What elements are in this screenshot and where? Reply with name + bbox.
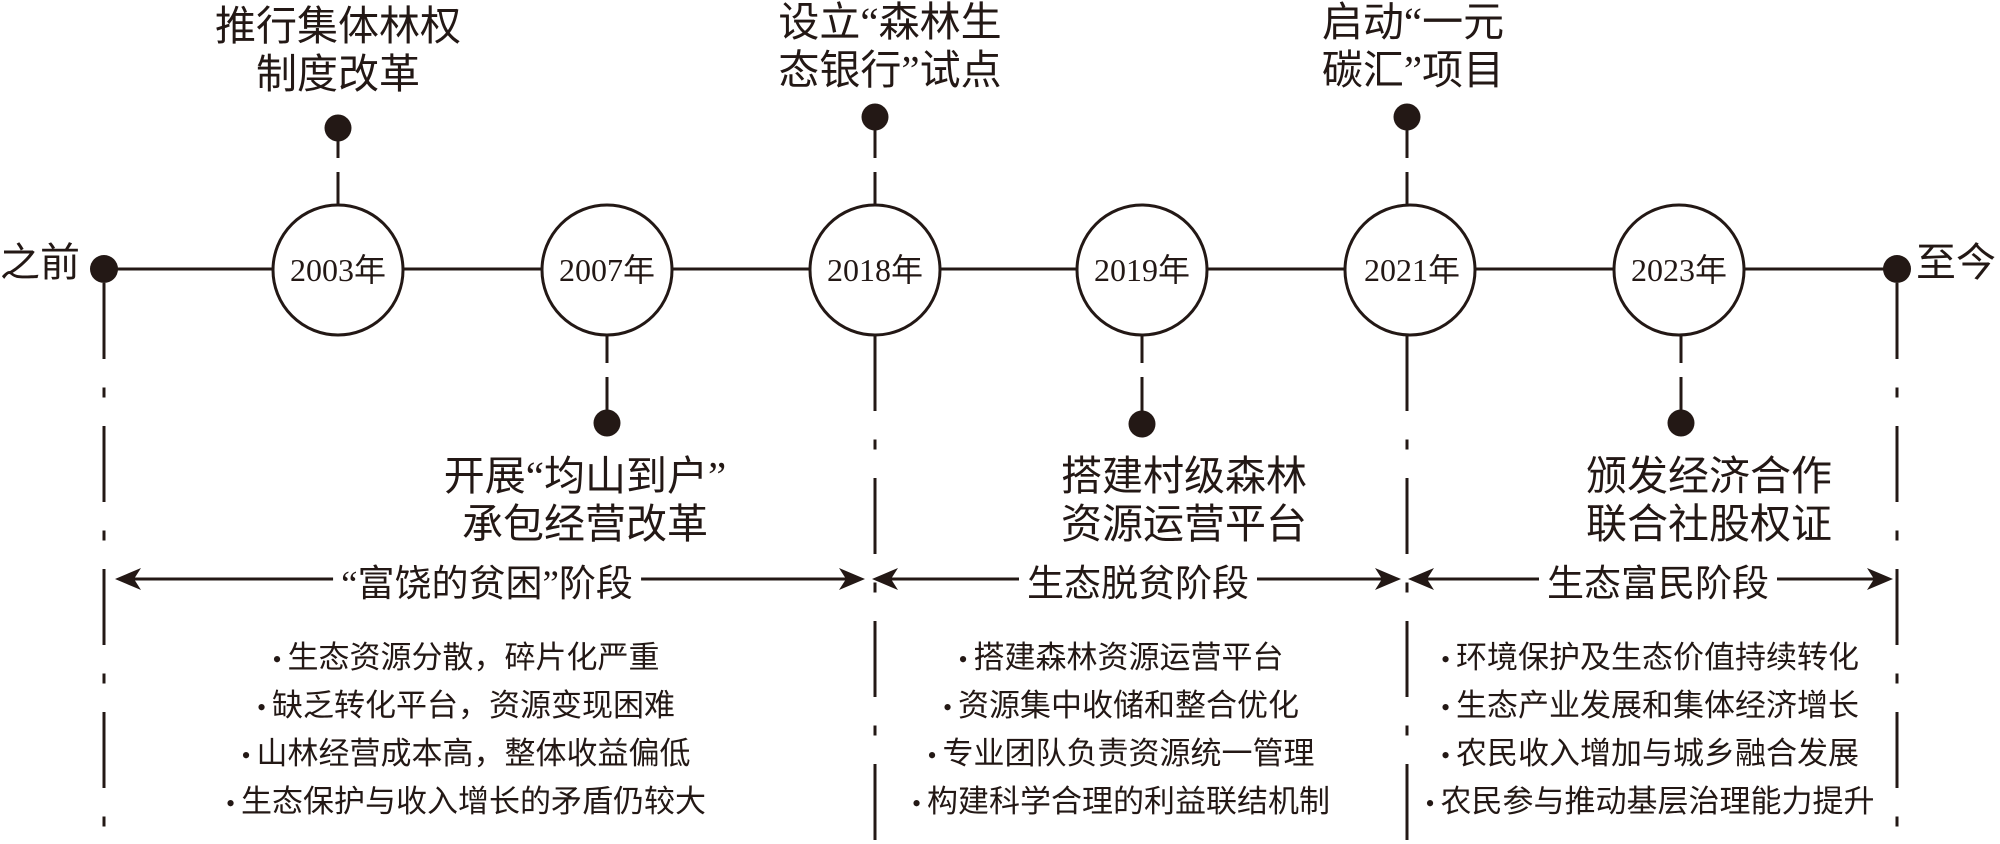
arrowhead-left-icon (1408, 568, 1434, 590)
list-item-text: 农民参与推动基层治理能力提升 (1440, 784, 1875, 819)
milestone-year-2003: 2003年 (289, 252, 386, 288)
milestone-circle-2019 (1075, 203, 1209, 337)
arrowhead-left-icon (115, 568, 141, 590)
bullet-icon: • (942, 693, 953, 722)
event-label-line: 搭建村级森林 (1061, 453, 1307, 499)
event-label-line: 开展“均山到户” (443, 453, 727, 499)
bullet-icon: • (1440, 645, 1451, 674)
list-item: •专业团队负责资源统一管理 (831, 730, 1411, 778)
bullet-icon: • (911, 789, 922, 818)
milestone-circle-2007 (540, 203, 674, 337)
event-label-line: 联合社股权证 (1586, 501, 1832, 547)
event-label-line: 制度改革 (256, 51, 420, 97)
milestone-circle-2003 (271, 203, 405, 337)
bullet-icon: • (272, 645, 282, 674)
list-item: •生态产业发展和集体经济增长 (1360, 682, 1940, 730)
event-label-line: 设立“森林生 (778, 0, 1002, 45)
milestone-year-2021: 2021年 (1363, 252, 1460, 288)
event-label-line: 颁发经济合作 (1586, 453, 1832, 499)
event-label-line: 资源运营平台 (1061, 501, 1307, 547)
event-dot-2003 (324, 114, 352, 142)
list-item-text: 环境保护及生态价值持续转化 (1456, 640, 1860, 675)
milestone-circle-2018 (808, 203, 942, 337)
list-item-text: 农民收入增加与城乡融合发展 (1456, 736, 1860, 771)
event-label-line: 启动“一元 (1321, 0, 1505, 45)
arrowhead-right-icon (839, 568, 865, 590)
list-item: •缺乏转化平台，资源变现困难 (176, 682, 756, 730)
event-label-line: 承包经营改革 (462, 501, 708, 547)
stage-label-eco-poverty-alleviation: 生态脱贫阶段 (1019, 561, 1257, 609)
list-item-text: 生态产业发展和集体经济增长 (1456, 688, 1860, 723)
event-dot-2023 (1667, 409, 1695, 437)
list-item: •搭建森林资源运营平台 (831, 634, 1411, 682)
bullet-icon: • (1440, 741, 1451, 770)
event-label-line: 态银行”试点 (778, 47, 1002, 93)
stage-points-list-2: •搭建森林资源运营平台 •资源集中收储和整合优化 •专业团队负责资源统一管理 •… (831, 634, 1411, 826)
milestone-circle-2021 (1343, 203, 1477, 337)
milestone-year-2007: 2007年 (558, 252, 655, 288)
bullet-icon: • (241, 741, 251, 770)
arrowhead-right-icon (1375, 568, 1401, 590)
milestone-year-2018: 2018年 (826, 252, 923, 288)
event-label-line: 碳汇”项目 (1321, 47, 1505, 93)
milestone-year-2019: 2019年 (1093, 252, 1190, 288)
bullet-icon: • (1425, 789, 1435, 818)
list-item-text: 缺乏转化平台，资源变现困难 (272, 688, 676, 723)
list-item: •农民参与推动基层治理能力提升 (1360, 778, 1940, 826)
list-item-text: 山林经营成本高，整体收益偏低 (256, 736, 691, 771)
event-label-2023: 颁发经济合作 联合社股权证 (1509, 452, 1909, 548)
list-item: •农民收入增加与城乡融合发展 (1360, 730, 1940, 778)
list-item: •环境保护及生态价值持续转化 (1360, 634, 1940, 682)
list-item: •山林经营成本高，整体收益偏低 (176, 730, 756, 778)
milestone-year-2023: 2023年 (1630, 252, 1727, 288)
list-item: •资源集中收储和整合优化 (831, 682, 1411, 730)
event-dot-2021 (1393, 103, 1421, 131)
timeline-start-dot (90, 255, 118, 283)
bullet-icon: • (1440, 693, 1451, 722)
bullet-icon: • (927, 741, 937, 770)
event-label-line: 推行集体林权 (215, 3, 461, 49)
list-item: •生态资源分散，碎片化严重 (176, 634, 756, 682)
event-label-2019: 搭建村级森林 资源运营平台 (984, 452, 1384, 548)
bullet-icon: • (256, 693, 267, 722)
bullet-icon: • (225, 789, 236, 818)
stage-label-prosperous-poverty: “富饶的贫困”阶段 (333, 561, 641, 609)
event-dot-2019 (1128, 410, 1156, 438)
arrowhead-right-icon (1867, 568, 1893, 590)
event-dot-2018 (861, 103, 889, 131)
list-item: •构建科学合理的利益联结机制 (831, 778, 1411, 826)
arrowhead-left-icon (872, 568, 898, 590)
list-item-text: 生态保护与收入增长的矛盾仍较大 (241, 784, 707, 819)
event-label-2018: 设立“森林生 态银行”试点 (690, 0, 1090, 94)
stage-label-eco-enrichment: 生态富民阶段 (1539, 561, 1777, 609)
event-label-2007: 开展“均山到户” 承包经营改革 (385, 452, 785, 548)
list-item-text: 生态资源分散，碎片化严重 (287, 640, 660, 675)
stage-points-list-1: •生态资源分散，碎片化严重 •缺乏转化平台，资源变现困难 •山林经营成本高，整体… (176, 634, 756, 826)
event-label-2021: 启动“一元 碳汇”项目 (1213, 0, 1613, 94)
stage-points-list-3: •环境保护及生态价值持续转化 •生态产业发展和集体经济增长 •农民收入增加与城乡… (1360, 634, 1940, 826)
event-dot-2007 (593, 409, 621, 437)
bullet-icon: • (958, 645, 968, 674)
timeline-end-label: 至今 (1916, 240, 1996, 285)
list-item-text: 资源集中收储和整合优化 (958, 688, 1300, 723)
timeline-start-label: 之前 (0, 240, 80, 285)
timeline-end-dot (1883, 255, 1911, 283)
list-item-text: 搭建森林资源运营平台 (973, 640, 1284, 675)
list-item-text: 构建科学合理的利益联结机制 (927, 784, 1331, 819)
list-item: •生态保护与收入增长的矛盾仍较大 (176, 778, 756, 826)
list-item-text: 专业团队负责资源统一管理 (942, 736, 1315, 771)
milestone-circle-2023 (1612, 203, 1746, 337)
event-label-2003: 推行集体林权 制度改革 (138, 2, 538, 98)
